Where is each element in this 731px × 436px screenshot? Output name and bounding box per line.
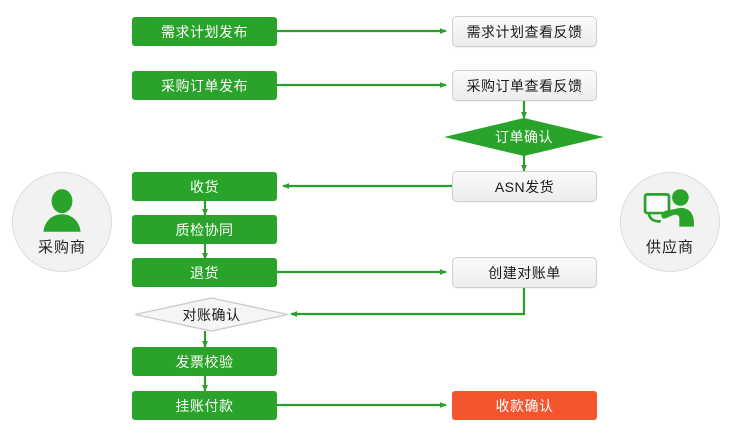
node-order-confirm[interactable]: 订单确认 [444, 118, 604, 156]
node-create-statement[interactable]: 创建对账单 [452, 257, 597, 288]
node-label: 创建对账单 [488, 264, 561, 281]
node-label: 对账确认 [182, 306, 241, 323]
node-label: 收货 [190, 178, 219, 195]
node-po-feedback[interactable]: 采购订单查看反馈 [452, 70, 597, 101]
actor-supplier-label: 供应商 [645, 238, 694, 256]
node-label: 收款确认 [495, 397, 554, 414]
diamond-shape [444, 118, 604, 156]
node-demand-plan-publish[interactable]: 需求计划发布 [132, 17, 277, 46]
node-label: 挂账付款 [175, 397, 234, 414]
edge-statement-to-confirm [290, 287, 526, 317]
node-invoice-check[interactable]: 发票校验 [132, 347, 277, 376]
person-icon [43, 188, 81, 232]
node-label: 采购订单发布 [161, 77, 248, 94]
node-label: 质检协同 [175, 221, 234, 238]
node-label: 订单确认 [495, 129, 553, 145]
node-po-publish[interactable]: 采购订单发布 [132, 71, 277, 100]
node-label: ASN发货 [494, 178, 555, 195]
diamond-shape [134, 297, 289, 332]
node-label: 需求计划发布 [161, 23, 248, 40]
node-label: 发票校验 [175, 353, 234, 370]
node-statement-confirm[interactable]: 对账确认 [134, 297, 289, 332]
node-quality-collab[interactable]: 质检协同 [132, 215, 277, 244]
node-label: 采购订单查看反馈 [466, 77, 583, 94]
person-at-computer-icon [643, 188, 694, 227]
node-label: 退货 [190, 264, 219, 281]
node-receipt-confirm[interactable]: 收款确认 [452, 391, 597, 420]
node-receiving[interactable]: 收货 [132, 172, 277, 201]
actor-supplier[interactable]: 供应商 [620, 172, 720, 272]
actor-buyer[interactable]: 采购商 [12, 172, 112, 272]
node-demand-plan-feedback[interactable]: 需求计划查看反馈 [452, 16, 597, 47]
node-asn-shipment[interactable]: ASN发货 [452, 171, 597, 202]
node-payment-posting[interactable]: 挂账付款 [132, 391, 277, 420]
node-return-goods[interactable]: 退货 [132, 258, 277, 287]
node-label: 需求计划查看反馈 [466, 23, 583, 40]
actor-buyer-label: 采购商 [37, 238, 86, 256]
